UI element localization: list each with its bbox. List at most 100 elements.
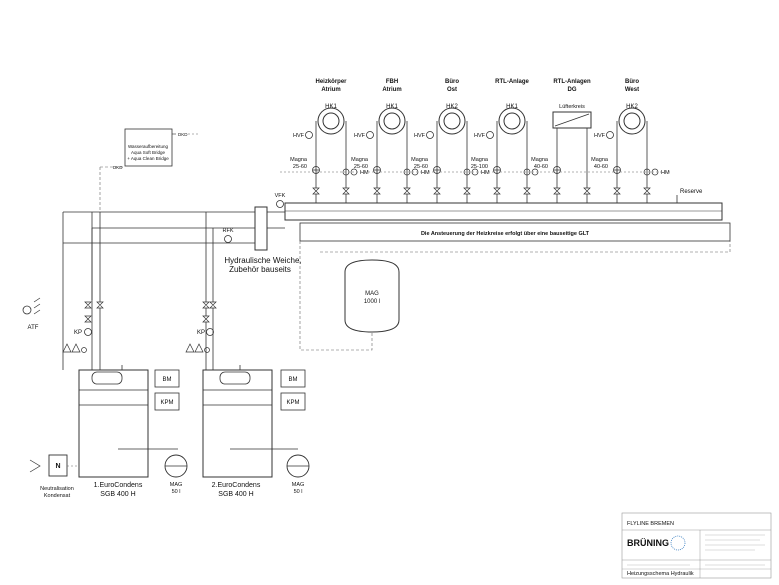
thermometer-icon bbox=[486, 131, 494, 139]
boiler2-label-1: 2.EuroCondens bbox=[212, 482, 261, 489]
kp-label: KP bbox=[197, 330, 205, 336]
heating-distributor bbox=[284, 202, 723, 221]
radiator-icon bbox=[378, 107, 406, 135]
circuit-hk-6: HK2 bbox=[626, 104, 638, 110]
neutral-n-label: N bbox=[55, 463, 60, 470]
bm-module-1 bbox=[154, 369, 180, 388]
pump-model-label: Magna bbox=[531, 157, 549, 163]
pump-icon bbox=[206, 328, 214, 336]
radiator-inner-icon bbox=[322, 112, 340, 130]
circuit-subtitle-6: West bbox=[625, 87, 639, 93]
vfk-label: VFK bbox=[275, 193, 286, 199]
circuit-subtitle-5: DG bbox=[568, 87, 577, 93]
weiche-label-2: Zubehör bauseits bbox=[229, 265, 291, 274]
glt-note: Die Ansteuerung der Heizkreise erfolgt ü… bbox=[421, 231, 590, 237]
circuit-fbh-atrium: FBH Atrium HK1 HVF Magna 25-60 bbox=[351, 79, 406, 170]
hvf-label: HVF bbox=[354, 133, 366, 139]
gauge-icon bbox=[81, 347, 87, 353]
mag-big-label-1: MAG bbox=[365, 291, 379, 297]
bm-label: BM bbox=[163, 377, 172, 383]
pump-size-label: 40-60 bbox=[534, 164, 548, 170]
pump-icon bbox=[84, 328, 92, 336]
pump-size-label: 25-60 bbox=[293, 164, 307, 170]
radiator-inner-icon bbox=[383, 112, 401, 130]
thermometer-icon bbox=[366, 131, 374, 139]
circuit-heizkoerper-atrium: Heizkörper Atrium HK1 HVF Magna 25-60 bbox=[290, 79, 347, 170]
expansion-vessel-1000: MAG 1000 l bbox=[344, 259, 400, 333]
pump-model-label: Magna bbox=[351, 157, 369, 163]
hvf-label: HVF bbox=[474, 133, 486, 139]
radiator-icon bbox=[438, 107, 466, 135]
circuit-hk-2: HK1 bbox=[386, 104, 398, 110]
dashed-pipes bbox=[99, 166, 731, 351]
water-treatment-label-3: + Aqua Clean Bridge bbox=[127, 156, 169, 161]
hm-label: HM bbox=[360, 170, 369, 176]
safety-valve-icon bbox=[62, 343, 81, 353]
neutral-label-2: Kondensat bbox=[44, 493, 71, 499]
mag-big-label-2: 1000 l bbox=[364, 299, 380, 305]
water-treatment-label-2: Aqua Soft Bridge bbox=[131, 150, 166, 155]
circuit-rtl-anlage: RTL-Anlage HK1 HVF Magna 25-100 bbox=[471, 79, 530, 170]
heat-exchanger-icon bbox=[552, 111, 592, 129]
circuit-subtitle-1: Atrium bbox=[321, 87, 340, 93]
hvf-label: HVF bbox=[594, 133, 606, 139]
mag-small-size-2: 50 l bbox=[294, 489, 303, 495]
circuit-title-4: RTL-Anlage bbox=[495, 79, 529, 85]
boiler-2: 2.EuroCondens SGB 400 H bbox=[202, 369, 273, 498]
mag-small-label-1: MAG bbox=[170, 482, 183, 488]
circuit-subtitle-2: Atrium bbox=[382, 87, 401, 93]
valve-icons bbox=[312, 187, 651, 195]
radiator-inner-icon bbox=[503, 112, 521, 130]
pump-size-label: 25-60 bbox=[414, 164, 428, 170]
pump-icons bbox=[312, 166, 621, 174]
atf-sensor-icon bbox=[22, 305, 32, 315]
outdoor-sensor: ATF bbox=[22, 297, 41, 331]
boiler1-label-1: 1.EuroCondens bbox=[94, 482, 143, 489]
expansion-vessel-small-2: MAG 50 l bbox=[286, 454, 310, 495]
neutralisation: N Neutralisation Kondensat bbox=[29, 454, 79, 499]
circuit-title-1: Heizkörper bbox=[315, 79, 347, 85]
boiler1-label-2: SGB 400 H bbox=[100, 491, 135, 498]
water-treatment-label-1: Wasseraufbereitung bbox=[128, 144, 169, 149]
neutral-label-1: Neutralisation bbox=[40, 486, 74, 492]
gauge-icon bbox=[204, 347, 210, 353]
circuit-title-5: RTL-Anlagen bbox=[553, 79, 591, 85]
pump-size-label: 40-60 bbox=[594, 164, 608, 170]
drain-funnel-icon bbox=[29, 459, 41, 473]
thermometer-icon bbox=[305, 131, 313, 139]
circuit-hk-5: Lüfterkreis bbox=[559, 104, 585, 110]
atf-label: ATF bbox=[28, 325, 39, 331]
kpm-label: KPM bbox=[286, 400, 299, 406]
radiator-icon bbox=[618, 107, 646, 135]
pump-model-label: Magna bbox=[591, 157, 609, 163]
pump-size-label: 25-100 bbox=[471, 164, 488, 170]
mag-small-size-1: 50 l bbox=[172, 489, 181, 495]
mag-small-label-2: MAG bbox=[292, 482, 305, 488]
kp-label: KP bbox=[74, 330, 82, 336]
circuit-buero-ost: Büro Ost HK2 HVF Magna 25-60 bbox=[411, 79, 466, 170]
thermometer-icon bbox=[426, 131, 434, 139]
boiler2-label-2: SGB 400 H bbox=[218, 491, 253, 498]
valve-icon bbox=[202, 315, 210, 323]
expansion-vessel-small-1: MAG 50 l bbox=[164, 454, 188, 495]
pump-size-label: 25-60 bbox=[354, 164, 368, 170]
heat-exchanger-diagonal-icon bbox=[554, 113, 590, 127]
circuit-title-6: Büro bbox=[625, 79, 639, 85]
circuit-title-2: FBH bbox=[386, 79, 398, 85]
boiler-1: 1.EuroCondens SGB 400 H bbox=[78, 369, 149, 498]
hm-label: HM bbox=[481, 170, 490, 176]
pump-model-label: Magna bbox=[290, 157, 308, 163]
wall-hatch-icon bbox=[33, 297, 41, 315]
title-block-lines bbox=[627, 534, 765, 566]
hvf-label: HVF bbox=[414, 133, 426, 139]
valve-icon bbox=[202, 301, 217, 309]
brand-seal-icon bbox=[670, 535, 686, 551]
kpm-label: KPM bbox=[160, 400, 173, 406]
glt-box bbox=[299, 222, 731, 242]
radiator-inner-icon bbox=[443, 112, 461, 130]
company-logo-text: BRÜNING bbox=[627, 538, 669, 548]
radiator-icon bbox=[317, 107, 345, 135]
radiator-inner-icon bbox=[623, 112, 641, 130]
